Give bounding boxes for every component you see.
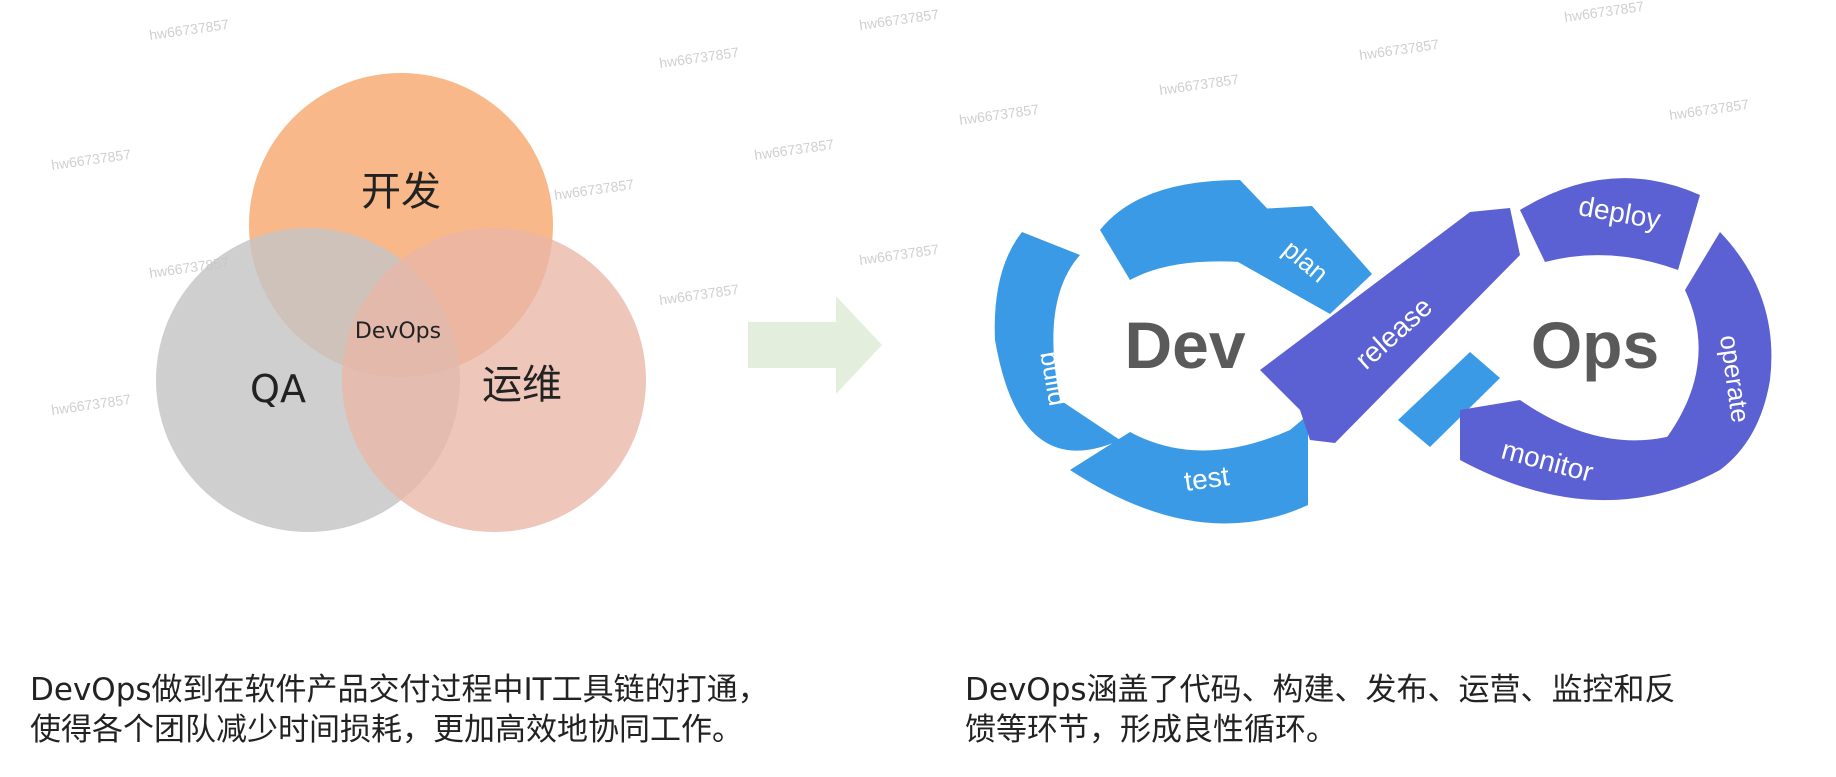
svg-text:hw66737857: hw66737857 xyxy=(958,101,1040,128)
caption-left-line2: 使得各个团队减少时间损耗，更加高效地协同工作。 xyxy=(30,712,743,748)
stage-operate-segment xyxy=(1665,232,1772,470)
loop-ops-label: Ops xyxy=(1531,308,1659,382)
svg-text:hw66737857: hw66737857 xyxy=(1358,36,1440,63)
svg-text:hw66737857: hw66737857 xyxy=(658,281,740,308)
devops-loop: Dev Ops code plan build test release dep… xyxy=(994,145,1772,524)
svg-text:hw66737857: hw66737857 xyxy=(50,391,132,418)
venn-label-dev: 开发 xyxy=(361,169,441,215)
svg-text:hw66737857: hw66737857 xyxy=(658,44,740,71)
loop-dev-label: Dev xyxy=(1124,308,1245,382)
stage-plan-segment xyxy=(1238,206,1372,314)
svg-text:hw66737857: hw66737857 xyxy=(1158,71,1240,98)
venn-circle-ops xyxy=(342,228,646,532)
caption-right-line1: DevOps涵盖了代码、构建、发布、运营、监控和反 xyxy=(965,672,1676,708)
caption-right: DevOps涵盖了代码、构建、发布、运营、监控和反 馈等环节，形成良性循环。 xyxy=(965,670,1676,750)
stage-release-segment xyxy=(1260,208,1520,443)
venn-label-qa: QA xyxy=(250,367,306,411)
caption-left: DevOps做到在软件产品交付过程中IT工具链的打通， 使得各个团队减少时间损耗… xyxy=(30,670,769,750)
stage-test-segment xyxy=(1070,415,1308,524)
venn-label-ops: 运维 xyxy=(482,362,562,408)
caption-right-line2: 馈等环节，形成良性循环。 xyxy=(965,712,1337,748)
svg-text:hw66737857: hw66737857 xyxy=(858,6,940,33)
stage-code-label: code xyxy=(1084,145,1155,199)
svg-text:hw66737857: hw66737857 xyxy=(148,16,230,43)
svg-text:hw66737857: hw66737857 xyxy=(553,176,635,203)
caption-left-line1: DevOps做到在软件产品交付过程中IT工具链的打通， xyxy=(30,672,769,708)
stage-test-label: test xyxy=(1182,460,1231,497)
svg-text:hw66737857: hw66737857 xyxy=(858,241,940,268)
svg-text:hw66737857: hw66737857 xyxy=(1668,96,1750,123)
venn-center-label: DevOps xyxy=(355,319,441,344)
svg-text:hw66737857: hw66737857 xyxy=(50,146,132,173)
stage-build-segment xyxy=(994,232,1120,451)
svg-text:hw66737857: hw66737857 xyxy=(753,136,835,163)
right-arrow-icon xyxy=(748,296,882,394)
svg-text:hw66737857: hw66737857 xyxy=(1563,0,1645,25)
stage-deploy-segment xyxy=(1520,178,1700,270)
venn-diagram: 开发 QA 运维 DevOps xyxy=(156,73,646,532)
stage-monitor-segment xyxy=(1460,400,1720,501)
stage-code-segment xyxy=(1100,180,1280,280)
feedback-arrowhead xyxy=(1398,352,1500,447)
